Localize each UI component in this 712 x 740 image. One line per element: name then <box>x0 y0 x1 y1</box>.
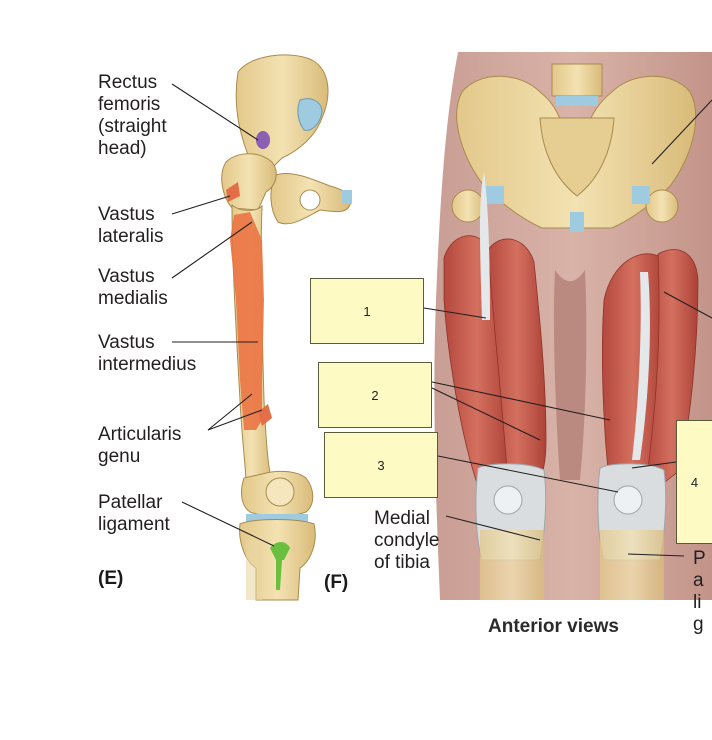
answer-box-2[interactable]: 2 <box>318 362 432 428</box>
femur-illustration <box>221 54 352 601</box>
label-vastus-medialis: Vastus medialis <box>98 266 168 309</box>
label-medial-condyle: Medial condyle of tibia <box>374 508 440 573</box>
leader-lines <box>171 83 712 557</box>
answer-box-3[interactable]: 3 <box>324 432 438 498</box>
label-patellar-ligament-partial: Pa lig <box>693 548 706 635</box>
label-rectus-femoris: Rectus femoris (straight head) <box>98 72 167 159</box>
panel-letter-f: (F) <box>324 572 349 593</box>
figure-caption: Anterior views <box>488 616 619 637</box>
thighs-illustration <box>434 52 712 600</box>
answer-box-4[interactable]: 4 <box>676 420 712 544</box>
label-vastus-intermedius: Vastus intermedius <box>98 332 197 375</box>
label-patellar-ligament: Patellar ligament <box>98 492 170 535</box>
label-vastus-lateralis: Vastus lateralis <box>98 204 164 247</box>
label-articularis-genu: Articularis genu <box>98 424 182 467</box>
panel-letter-e: (E) <box>98 568 124 589</box>
answer-box-1[interactable]: 1 <box>310 278 424 344</box>
